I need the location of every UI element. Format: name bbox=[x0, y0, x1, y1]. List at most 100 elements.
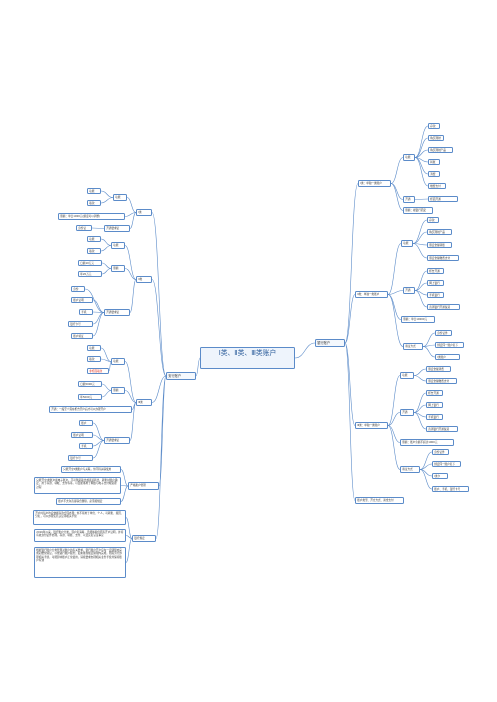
connector-r-two-c4a bbox=[422, 332, 436, 347]
topic-l-two-c3[interactable]: 开通要求证 bbox=[104, 309, 130, 316]
connector-l-three-c4a bbox=[92, 422, 105, 441]
topic-r-two[interactable]: Ⅱ类：单独一类账户 bbox=[355, 291, 388, 298]
topic-r-two-c1c[interactable]: 限定金额转账 bbox=[427, 242, 452, 248]
connector-r-one bbox=[344, 183, 359, 344]
topic-r-one-c1b[interactable]: 购买理财 bbox=[428, 135, 444, 141]
topic-r-three-c4c[interactable]: Ⅰ类卡 bbox=[432, 473, 448, 479]
connector-r-two-c2 bbox=[387, 290, 404, 295]
connector-r-three-c2a bbox=[413, 392, 427, 413]
topic-r-one[interactable]: Ⅰ类：单独一类账户 bbox=[358, 180, 391, 187]
topic-l-rule-t1[interactable]: 开户时每户均应依据存款合同办理；但不得用于单位、个人，可转账、赎回、分红，可以办… bbox=[33, 510, 126, 525]
topic-l-two[interactable]: Ⅱ类 bbox=[136, 276, 152, 283]
topic-l-one[interactable]: Ⅰ类 bbox=[136, 209, 152, 216]
topic-l-two-c2[interactable]: 限额 bbox=[111, 265, 125, 272]
topic-r-two-c2b[interactable]: 网上银行 bbox=[427, 280, 444, 286]
topic-l-two-c3a[interactable]: 身份 bbox=[71, 286, 85, 292]
topic-r-two-c4b[interactable]: 绑定同一账户名下 bbox=[435, 342, 464, 348]
topic-l-one-c2[interactable]: 限额：单日1000元(额度可以调整) bbox=[58, 213, 125, 220]
topic-r-three-c4[interactable]: 验证方式 bbox=[400, 466, 420, 473]
topic-l-rule-t3[interactable]: 根据银行账户分类管理对账户的有关要求，银行账户开户应在一定期限内完成初始化验证，… bbox=[34, 547, 126, 578]
topic-l-two-c1b[interactable]: 取款 bbox=[87, 248, 101, 254]
topic-l-prot[interactable]: 严格账户管理 bbox=[128, 482, 159, 490]
topic-r-two-c1b[interactable]: 购买理财产品 bbox=[427, 229, 452, 235]
topic-r-one-c1a[interactable]: 存款 bbox=[428, 123, 440, 129]
topic-r-three[interactable]: Ⅲ类：单独一类账户 bbox=[355, 422, 388, 429]
topic-l-three-c1[interactable]: 功能 bbox=[111, 358, 125, 365]
topic-r-two-c4[interactable]: 验证方式 bbox=[403, 343, 423, 350]
topic-r-two-c2c[interactable]: 手机银行 bbox=[427, 292, 444, 298]
connector-r-one-c1f bbox=[414, 157, 429, 187]
topic-r-three-c2a[interactable]: 柜台开通 bbox=[426, 390, 443, 396]
topic-r-three-c1[interactable]: 功能 bbox=[400, 372, 414, 379]
topic-r-three-c1b[interactable]: 限定金额缴费支付 bbox=[426, 378, 457, 384]
topic-l-two-c2a[interactable]: 日额10万元 bbox=[78, 260, 102, 266]
topic-l-three-c4c[interactable]: 手机 bbox=[79, 443, 93, 449]
topic-r1[interactable]: 银行账户 bbox=[315, 339, 345, 347]
topic-r-one-c3[interactable]: 限额：视银行而定 bbox=[403, 207, 433, 214]
topic-l-one-c1[interactable]: 功能 bbox=[113, 194, 127, 201]
topic-r-one-c1f[interactable]: 缴费支付 bbox=[428, 183, 446, 189]
topic-l-one-c3b[interactable]: 开通要求证 bbox=[104, 225, 130, 232]
topic-l-prot-t2[interactable]: 只能开立Ⅰ类账户和电子账户，不可随意取出或直接转出、转账时账户确定，用于存款、转… bbox=[34, 477, 121, 494]
topic-l-three-c2b[interactable]: 年5000元 bbox=[78, 394, 102, 400]
root-topic[interactable]: Ⅰ类、Ⅱ类、Ⅲ类账户 bbox=[200, 347, 295, 369]
topic-l-one-c3a[interactable]: 身份证 bbox=[76, 225, 92, 231]
topic-l-one-c1a[interactable]: 功能 bbox=[87, 188, 101, 194]
topic-l1[interactable]: 安行账户 bbox=[166, 372, 196, 380]
topic-l-two-c3e[interactable]: 账户验证 bbox=[71, 333, 93, 339]
topic-r-two-c4a[interactable]: 身份证件 bbox=[435, 330, 452, 336]
topic-l-three-c4[interactable]: 开通要求证 bbox=[104, 437, 130, 444]
topic-l-three-c4b[interactable]: 账户证明 bbox=[71, 432, 93, 438]
topic-l-three-c1a[interactable]: 功能 bbox=[87, 345, 101, 351]
topic-r-two-c4c[interactable]: Ⅰ类账户 bbox=[435, 354, 460, 360]
topic-l-three-c2a[interactable]: 日额5000元 bbox=[78, 381, 102, 387]
topic-l-prot-t1[interactable]: 只能开立Ⅱ类账户与关联，但不得关联使用 bbox=[61, 466, 121, 473]
topic-l-one-c1b[interactable]: 取款 bbox=[87, 200, 101, 206]
topic-r-one-c1e[interactable]: 消费 bbox=[428, 171, 440, 177]
topic-r-one-c1[interactable]: 功能 bbox=[403, 154, 415, 161]
topic-l-three-c1b[interactable]: 取款 bbox=[87, 356, 101, 362]
topic-l-three-c2[interactable]: 限额 bbox=[111, 387, 125, 394]
topic-r-three-c1a[interactable]: 限定金额消费 bbox=[426, 366, 451, 372]
topic-r-three-c4b[interactable]: 绑定同一账户名下 bbox=[432, 461, 461, 467]
topic-l-three-c4d[interactable]: 银行卡号 bbox=[68, 455, 93, 461]
topic-r-one-c1c[interactable]: 购买理财产品 bbox=[428, 147, 453, 153]
topic-l-two-c3b[interactable]: 账户证明 bbox=[71, 297, 93, 303]
topic-l-two-c1[interactable]: 功能 bbox=[111, 242, 125, 249]
topic-l-three-c3[interactable]: 开通：一般至少需在柜台开户后才可以办理开户 bbox=[49, 406, 132, 413]
topic-r-four[interactable]: 账户类型、开立方式、资金支付 bbox=[355, 497, 404, 504]
topic-r-two-c1d[interactable]: 限定金额缴费支付 bbox=[427, 255, 459, 261]
topic-r-three-c4d[interactable]: 账户、手机、银行卡号 bbox=[432, 486, 469, 492]
connector-r-one-c1c bbox=[414, 149, 429, 158]
topic-l-two-c3d[interactable]: 银行卡号 bbox=[68, 321, 93, 327]
topic-l-rule[interactable]: 银行规定 bbox=[132, 535, 156, 542]
topic-r-one-c1d[interactable]: 转账 bbox=[428, 159, 440, 165]
topic-r-three-c4a[interactable]: 身份证件 bbox=[432, 449, 449, 455]
topic-r-one-c2a[interactable]: 柜面开通 bbox=[428, 196, 458, 202]
topic-r-two-c3[interactable]: 限额：单日10000元 bbox=[401, 316, 435, 323]
topic-r-three-c2b[interactable]: 网上银行 bbox=[426, 402, 443, 408]
topic-l-three-c4a[interactable]: 账户 bbox=[79, 420, 93, 426]
topic-r-one-c2[interactable]: 开通 bbox=[403, 196, 415, 203]
connector-l-one-c3a bbox=[91, 227, 105, 229]
connector-r-two-c4c bbox=[422, 346, 436, 358]
topic-l-rule-t2[interactable]: 2016年以来，银行账户分类，须户名清晰，且能够提供原有开户证明，并持有效身份证… bbox=[34, 529, 126, 542]
topic-r-two-c2d[interactable]: 直销银行开通渠道 bbox=[427, 304, 460, 310]
topic-l-three[interactable]: Ⅲ类 bbox=[136, 399, 152, 406]
topic-r-three-c2d[interactable]: 直销银行开通渠道 bbox=[426, 426, 458, 432]
topic-l-three-c1c[interactable]: 非柜面取款 bbox=[87, 368, 109, 374]
connector-r-three-c4d bbox=[419, 469, 433, 490]
topic-r-two-c2a[interactable]: 柜台开通 bbox=[427, 268, 444, 274]
topic-r-two-c2[interactable]: 开通 bbox=[403, 287, 415, 294]
topic-l-two-c2b[interactable]: 年20万元 bbox=[78, 271, 102, 277]
connector-l-rule-t2 bbox=[125, 535, 133, 539]
topic-l-two-c3c[interactable]: 手机 bbox=[79, 309, 93, 315]
topic-r-three-c3[interactable]: 限额：账户余额不超过1000元 bbox=[400, 439, 454, 446]
topic-r-two-c1a[interactable]: 存款 bbox=[427, 217, 439, 223]
topic-r-two-c1[interactable]: 功能 bbox=[401, 240, 413, 247]
topic-l-prot-t3[interactable]: 账户不允许直接联合删除，必须按规定 bbox=[56, 498, 121, 505]
connector-r-three bbox=[344, 342, 356, 426]
topic-l-two-c1a[interactable]: 功能 bbox=[87, 236, 101, 242]
topic-r-three-c2[interactable]: 开通 bbox=[400, 409, 414, 416]
topic-r-three-c2c[interactable]: 手机银行 bbox=[426, 414, 443, 420]
